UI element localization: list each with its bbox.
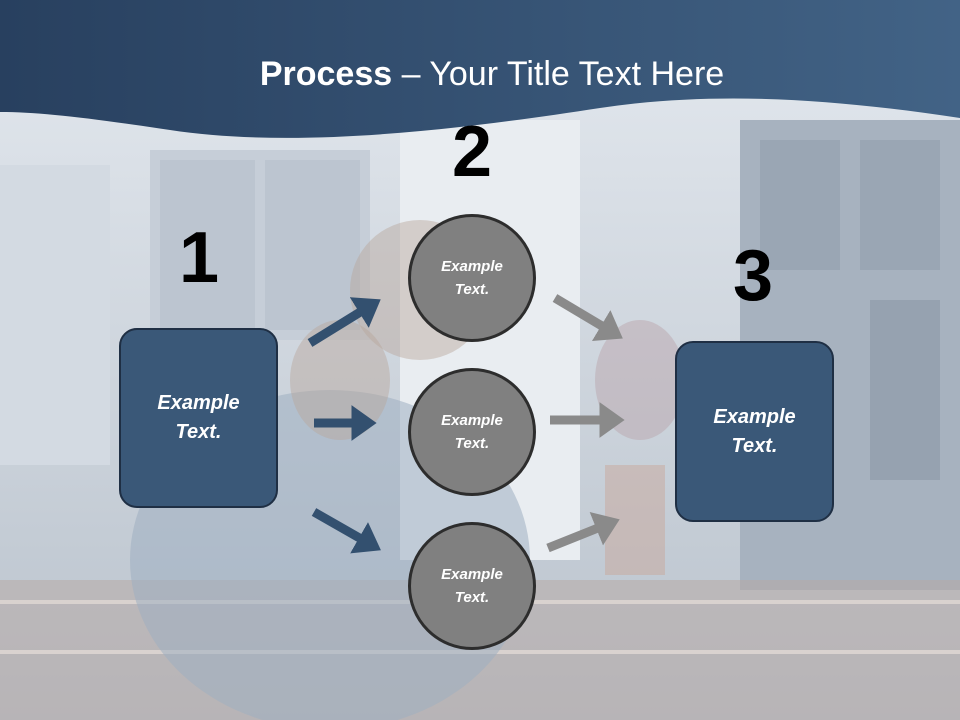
title-bold: Process <box>259 55 393 93</box>
step-2-circle-top: Example Text. <box>408 214 536 342</box>
step-3-label: Example Text. <box>713 405 796 457</box>
step-number-3: 3 <box>732 236 774 316</box>
step-number-2: 2 <box>451 112 493 192</box>
step-number-1: 1 <box>178 218 220 298</box>
step-3-box: Example Text. <box>675 341 834 522</box>
step-2-circle-middle: Example Text. <box>408 368 536 496</box>
step-2-bottom-label: Example Text. <box>441 566 503 606</box>
step-2-middle-label: Example Text. <box>441 412 503 452</box>
step-2-circle-bottom: Example Text. <box>408 522 536 650</box>
step-2-top-label: Example Text. <box>441 258 503 298</box>
arrow-1-to-2a <box>307 297 381 347</box>
step-1-box: Example Text. <box>119 328 278 508</box>
slide-title: Process – Your Title Text Here <box>0 52 960 96</box>
arrow-2a-to-3 <box>552 294 623 342</box>
arrow-1-to-2c <box>311 508 381 554</box>
step-1-label: Example Text. <box>157 392 240 443</box>
arrow-2c-to-3 <box>546 511 620 553</box>
title-rest: – Your Title Text Here <box>392 55 725 93</box>
